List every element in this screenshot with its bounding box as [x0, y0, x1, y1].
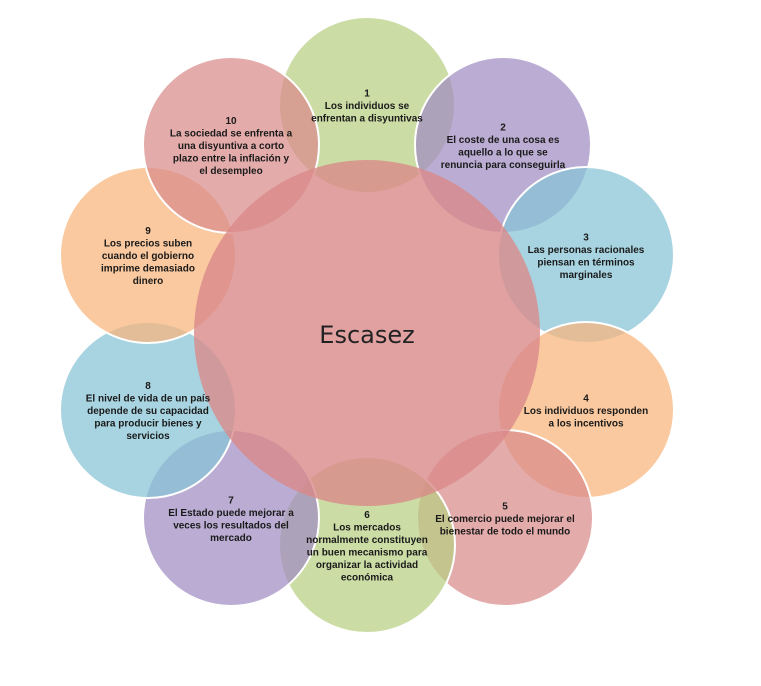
- principle-text-6-line-3: un buen mecanismo para: [307, 547, 428, 558]
- principle-text-10-line-2: una disyuntiva a corto: [178, 141, 284, 152]
- principle-text-8-line-1: El nivel de vida de un país: [86, 394, 211, 405]
- principle-text-2-line-3: renuncia para conseguirla: [441, 160, 566, 171]
- principle-text-9-line-2: cuando el gobierno: [102, 251, 194, 262]
- principle-text-1-line-1: Los individuos se: [325, 101, 410, 112]
- principle-text-4-line-2: a los incentivos: [548, 419, 623, 430]
- center-group: Escasez: [194, 160, 540, 506]
- principle-text-7-line-2: veces los resultados del: [173, 520, 289, 531]
- principle-text-5-line-1: El comercio puede mejorar el: [435, 514, 575, 525]
- principle-text-3-line-1: Las personas racionales: [528, 245, 645, 256]
- principle-number-1: 1: [364, 89, 370, 100]
- principle-text-6-line-4: organizar la actividad: [316, 560, 418, 571]
- principle-text-3-line-3: marginales: [560, 270, 613, 281]
- principle-text-4-line-1: Los individuos responden: [524, 406, 648, 417]
- principle-text-9-line-3: imprime demasiado: [101, 264, 195, 275]
- center-circle: [194, 160, 540, 506]
- principle-number-9: 9: [145, 226, 151, 237]
- principle-text-8-line-2: depende de su capacidad: [87, 406, 209, 417]
- principle-number-5: 5: [502, 502, 508, 513]
- principle-text-10-line-1: La sociedad se enfrenta a: [170, 129, 293, 140]
- principle-text-2-line-2: aquello a lo que se: [458, 147, 548, 158]
- principle-number-2: 2: [500, 122, 506, 133]
- principle-text-6-line-1: Los mercados: [333, 522, 401, 533]
- principle-text-3-line-2: piensan en términos: [537, 257, 635, 268]
- principle-text-6-line-2: normalmente constituyen: [306, 535, 428, 546]
- principle-text-9-line-4: dinero: [133, 276, 164, 287]
- principle-number-3: 3: [583, 232, 589, 243]
- center-label: Escasez: [319, 321, 414, 349]
- principle-text-10-line-4: el desempleo: [199, 166, 262, 177]
- principle-text-2-line-1: El coste de una cosa es: [447, 135, 560, 146]
- principle-number-4: 4: [583, 394, 589, 405]
- principle-number-6: 6: [364, 510, 370, 521]
- principle-number-7: 7: [228, 495, 234, 506]
- principle-text-5-line-2: bienestar de todo el mundo: [440, 527, 571, 538]
- principle-text-8-line-3: para producir bienes y: [94, 419, 202, 430]
- principle-text-6-line-5: económica: [341, 572, 394, 583]
- principle-text-9-line-1: Los precios suben: [104, 239, 192, 250]
- principle-text-7-line-1: El Estado puede mejorar a: [168, 508, 294, 519]
- principle-text-10-line-3: plazo entre la inflación y: [173, 154, 290, 165]
- principle-text-1-line-2: enfrentan a disyuntivas: [311, 114, 423, 125]
- principle-text-7-line-3: mercado: [210, 533, 252, 544]
- principle-number-8: 8: [145, 381, 151, 392]
- principle-text-8-line-4: servicios: [126, 431, 170, 442]
- principle-number-10: 10: [225, 116, 237, 127]
